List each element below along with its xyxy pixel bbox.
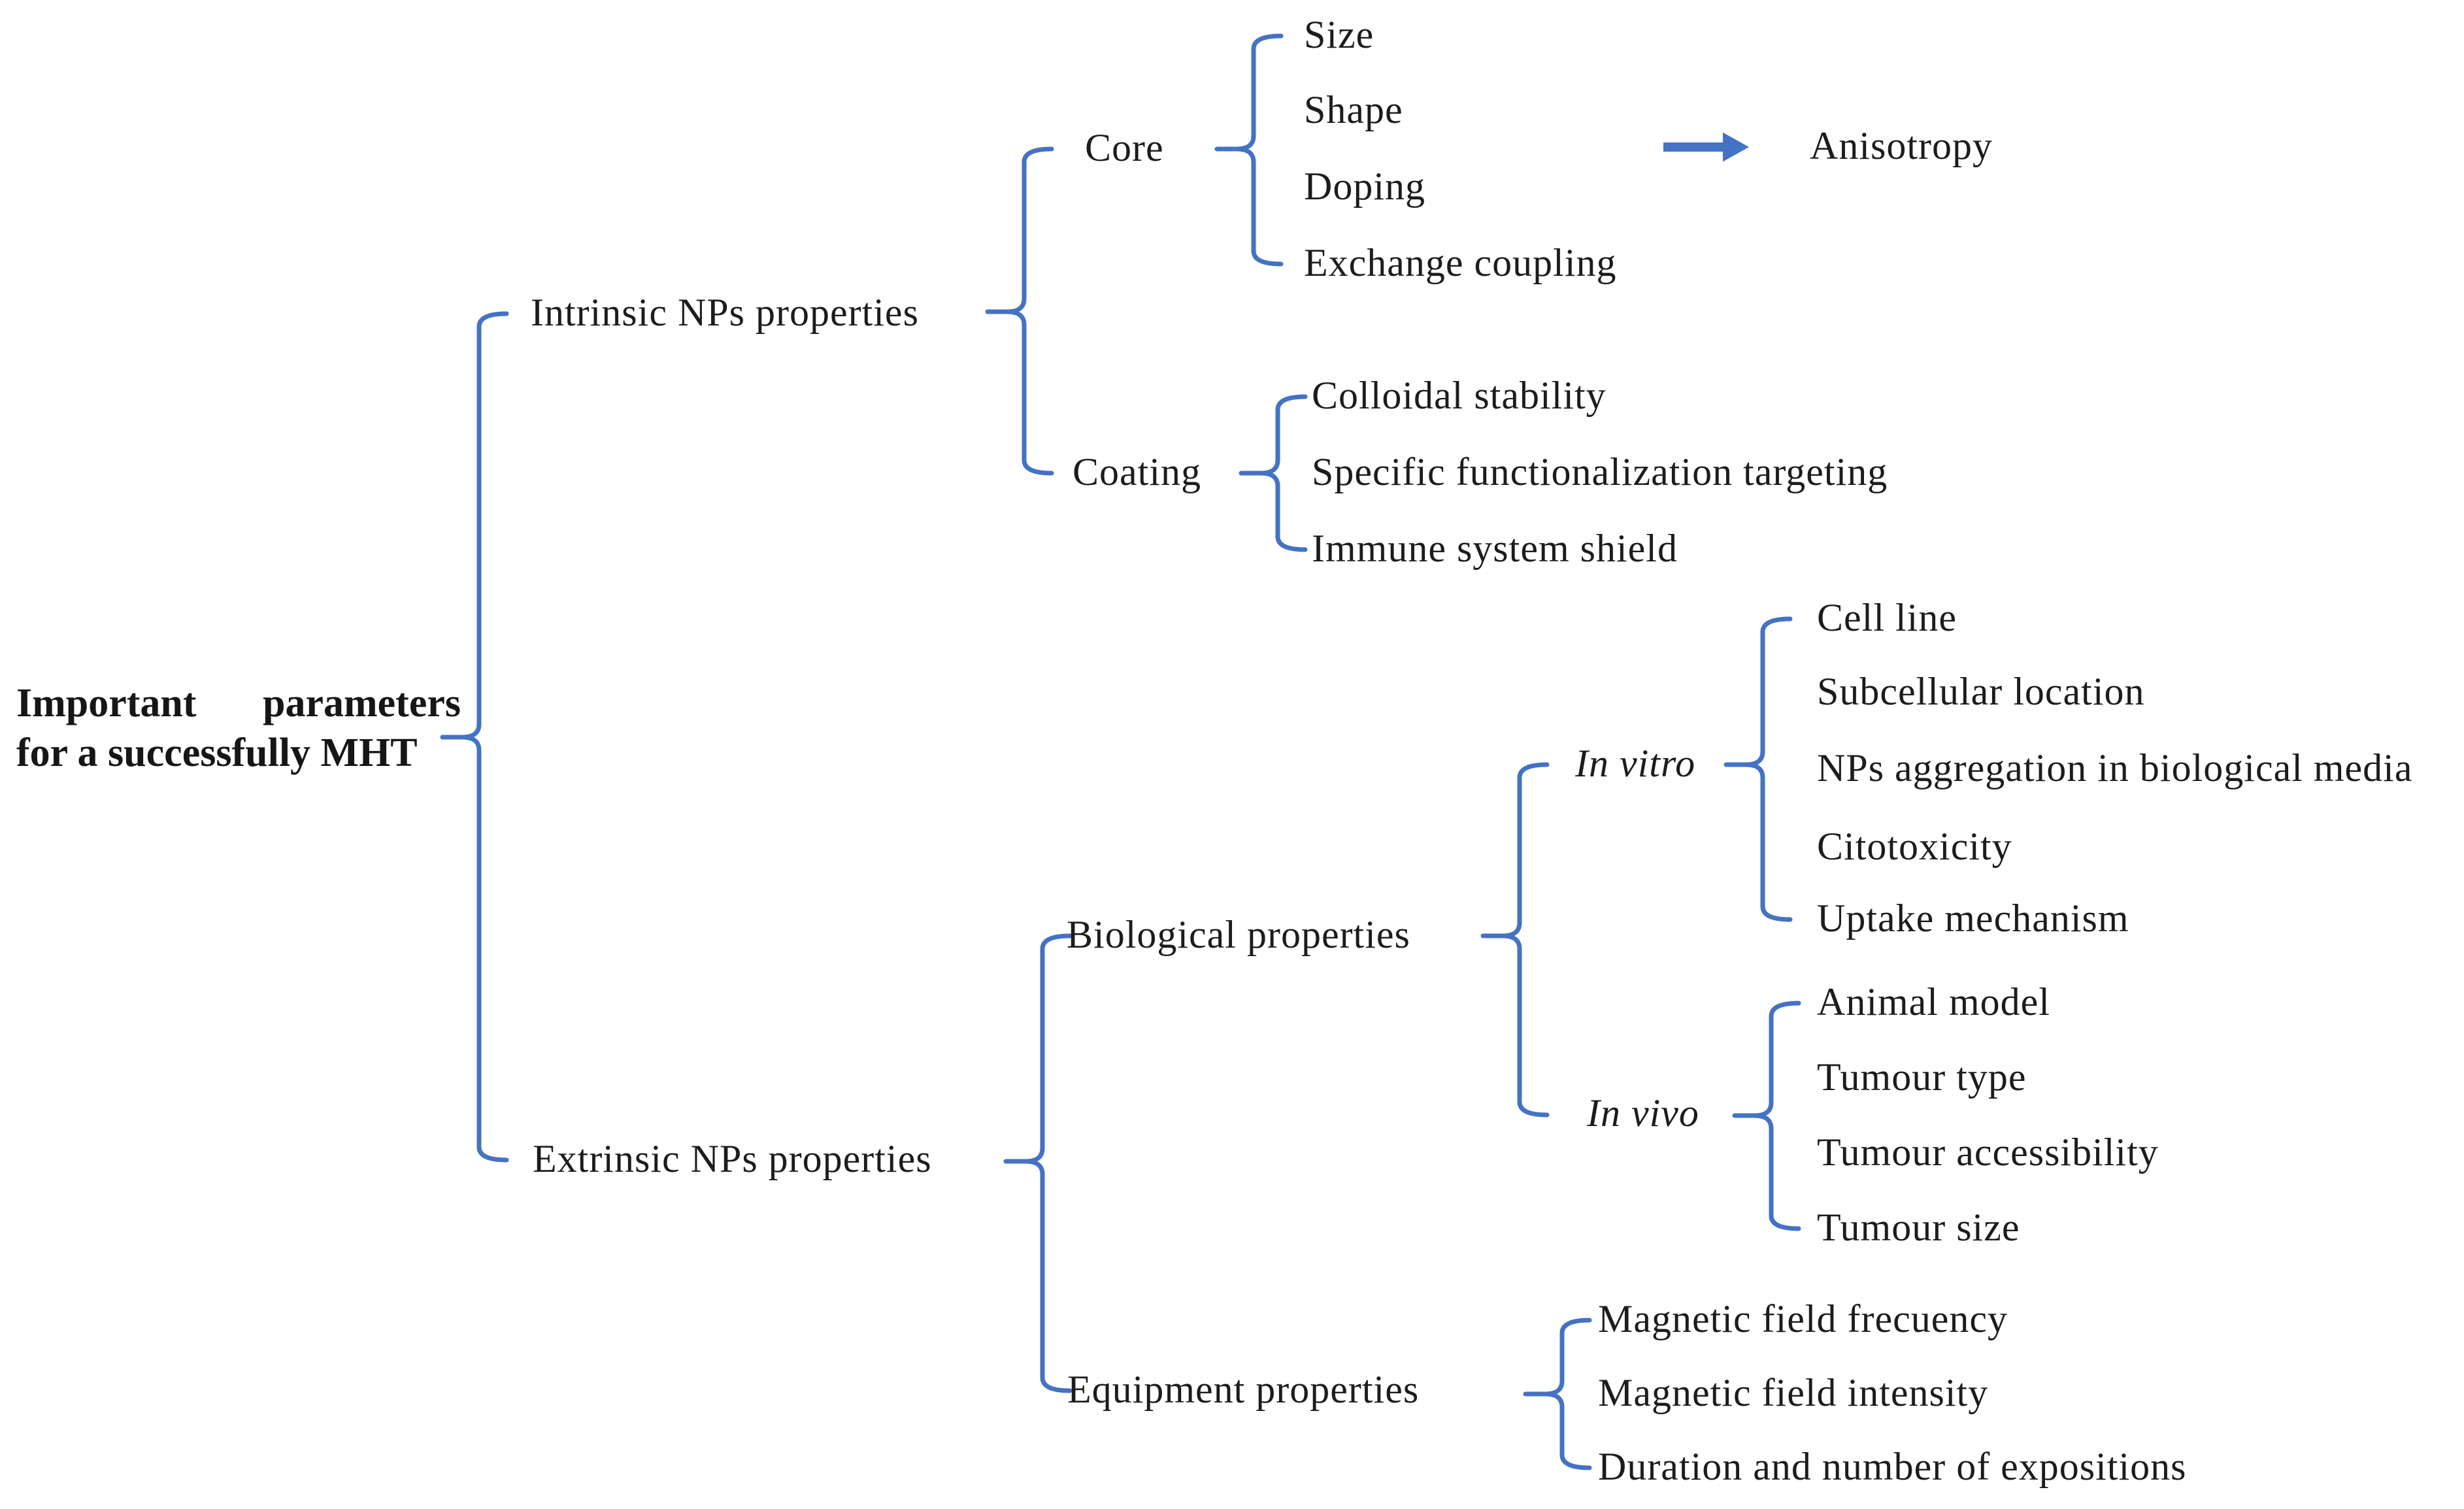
leaf-doping: Doping xyxy=(1304,165,1425,208)
leaf-magnetic-field-intensity: Magnetic field intensity xyxy=(1598,1371,1989,1415)
leaf-specific-functionalization-targeting: Specific functionalization targeting xyxy=(1312,450,1888,494)
leaf-size: Size xyxy=(1304,13,1374,57)
brace-in-vivo xyxy=(1732,1001,1801,1231)
root-title-word1: Important xyxy=(16,681,197,725)
node-equipment-properties: Equipment properties xyxy=(1067,1368,1420,1412)
leaf-exchange-coupling: Exchange coupling xyxy=(1304,241,1617,285)
node-coating: Coating xyxy=(1073,450,1201,494)
leaf-cell-line: Cell line xyxy=(1817,596,1957,640)
node-in-vivo: In vivo xyxy=(1587,1091,1699,1135)
brace-coating xyxy=(1239,394,1308,552)
brace-root xyxy=(440,311,509,1163)
brace-intrinsic xyxy=(985,146,1054,476)
node-biological-properties: Biological properties xyxy=(1067,913,1410,957)
leaf-colloidal-stability: Colloidal stability xyxy=(1312,374,1607,418)
node-core: Core xyxy=(1085,126,1164,170)
node-extrinsic-nps-properties: Extrinsic NPs properties xyxy=(533,1137,932,1181)
brace-equipment xyxy=(1523,1318,1592,1470)
node-intrinsic-nps-properties: Intrinsic NPs properties xyxy=(531,291,919,335)
leaf-magnetic-field-frecuency: Magnetic field frecuency xyxy=(1598,1297,2008,1341)
leaf-immune-system-shield: Immune system shield xyxy=(1312,527,1678,571)
node-in-vitro: In vitro xyxy=(1575,742,1696,786)
brace-extrinsic xyxy=(1003,933,1073,1393)
leaf-tumour-type: Tumour type xyxy=(1817,1055,2027,1099)
node-anisotropy: Anisotropy xyxy=(1810,124,1993,168)
brace-core xyxy=(1214,33,1284,267)
brace-in-vitro xyxy=(1723,616,1793,922)
leaf-animal-model: Animal model xyxy=(1817,980,2050,1024)
leaf-uptake-mechanism: Uptake mechanism xyxy=(1817,897,2129,940)
leaf-citotoxicity: Citotoxicity xyxy=(1817,825,2012,869)
brace-biological xyxy=(1480,762,1550,1118)
leaf-shape: Shape xyxy=(1304,88,1403,132)
arrow-head-icon xyxy=(1723,132,1749,162)
leaf-subcellular-location: Subcellular location xyxy=(1817,670,2145,714)
root-title-line2: for a successfully MHT xyxy=(16,731,418,775)
root-title-word2: parameters xyxy=(263,681,461,725)
root-title: Important parameters for a successfully … xyxy=(16,678,461,778)
leaf-duration-and-number-of-expositions: Duration and number of expositions xyxy=(1598,1445,2187,1489)
leaf-tumour-accessibility: Tumour accessibility xyxy=(1817,1131,2159,1174)
root-title-line1: Important parameters xyxy=(16,678,461,728)
leaf-tumour-size: Tumour size xyxy=(1817,1206,2020,1250)
leaf-nps-aggregation-in-biological-media: NPs aggregation in biological media xyxy=(1817,746,2413,790)
